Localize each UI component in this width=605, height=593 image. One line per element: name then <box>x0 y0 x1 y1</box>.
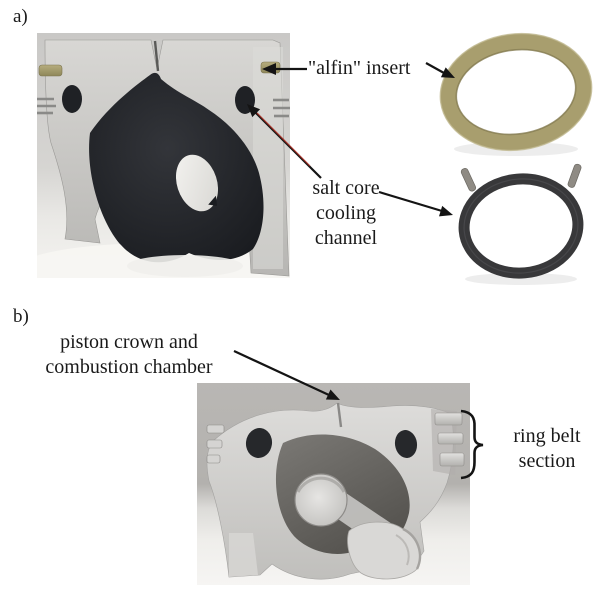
core-pin-left <box>460 168 477 192</box>
salt-core-label: salt core cooling channel <box>312 177 380 250</box>
alfin-ring-image <box>439 32 593 156</box>
pin-bore-hole <box>175 154 219 212</box>
cooling-channel-hole-right <box>394 430 418 458</box>
salt-core-ring-photo <box>445 158 597 288</box>
bearing-ring-arc <box>402 527 422 570</box>
bearing-ring-arc-inner <box>395 534 410 566</box>
crown-cut-line <box>336 402 343 428</box>
pin-bore-hole <box>294 473 348 527</box>
left-skirt-highlight <box>229 533 258 577</box>
alfin-insert-right <box>260 61 281 74</box>
piston-a-image <box>37 33 290 278</box>
dark-ring <box>458 173 584 279</box>
crown-cut-line <box>153 40 160 72</box>
under-core-highlight <box>127 255 243 277</box>
cooling-channel-hole-left <box>62 85 82 113</box>
piston-b-image <box>197 383 470 585</box>
left-edge-grooves <box>206 424 225 464</box>
core-pin-right <box>567 163 582 188</box>
alfin-insert-left <box>38 64 63 77</box>
ring-shadow <box>465 273 577 285</box>
gold-ring <box>439 32 593 152</box>
ring-belt-grooves <box>431 409 465 475</box>
panel-a-label: a) <box>13 6 28 27</box>
salt-core-casting <box>89 72 264 263</box>
piston-a-photo <box>37 33 290 278</box>
cooling-channel-hole-right <box>235 86 255 114</box>
piston-crown-label: piston crown and combustion chamber <box>45 331 213 379</box>
bore-shadow <box>296 476 346 493</box>
panel-b-label: b) <box>13 306 29 327</box>
alfin-insert-label: "alfin" insert <box>308 57 411 79</box>
ring-grooves-left <box>37 97 56 115</box>
cooling-channel-hole-left <box>245 428 273 458</box>
ring-belt-label: ring belt section <box>513 425 581 473</box>
salt-core-ring-image <box>458 163 584 285</box>
piston-b-photo <box>197 383 470 585</box>
alfin-insert-ring-photo <box>430 27 602 159</box>
